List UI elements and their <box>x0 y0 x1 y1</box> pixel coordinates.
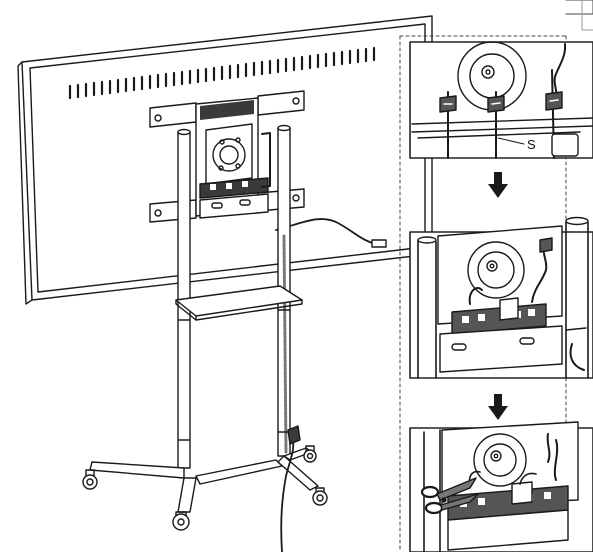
callout-label-s: S <box>527 137 536 152</box>
detail-step-3 <box>409 421 593 552</box>
stand-shelf <box>175 285 303 321</box>
power-strip-icon <box>451 297 547 335</box>
caster-wheel <box>312 487 328 506</box>
stand-base <box>82 445 328 531</box>
cable-clip <box>287 425 301 445</box>
vesa-bracket <box>149 90 305 223</box>
tv-power-plug <box>371 239 387 248</box>
caster-wheel <box>82 469 98 490</box>
tv-cart-illustration <box>17 15 433 552</box>
floor-cable <box>280 435 295 552</box>
power-strip-icon <box>199 177 269 199</box>
cable-tie-icon <box>439 95 457 113</box>
caster-wheel <box>303 445 317 463</box>
down-arrow-icon <box>488 394 508 420</box>
cable-tie-icon <box>545 91 563 111</box>
tv-vent-slots <box>68 46 376 100</box>
down-arrow-icon <box>488 172 508 198</box>
tv-power-cable <box>275 218 377 245</box>
detail-step-2 <box>409 216 593 379</box>
detail-step-1: S <box>409 41 593 159</box>
caster-wheel <box>172 511 190 531</box>
cable-tie-icon <box>487 95 505 113</box>
scissors-icon <box>420 477 479 515</box>
